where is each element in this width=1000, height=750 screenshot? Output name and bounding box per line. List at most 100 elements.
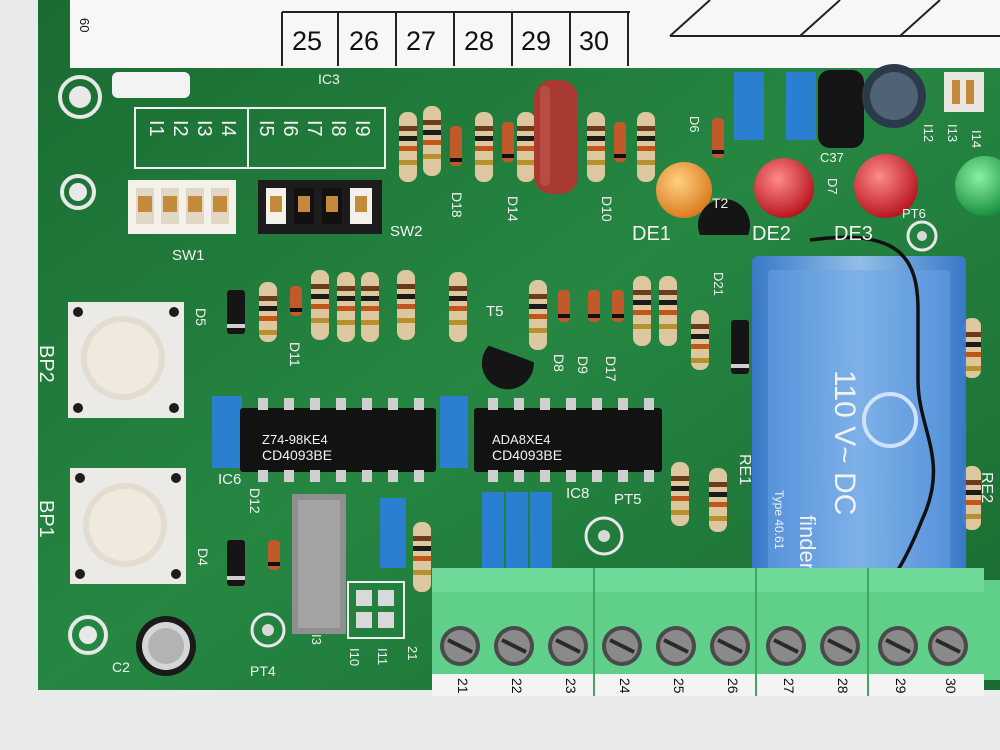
- label-pt6: PT6: [902, 206, 926, 221]
- top-label-26: 26: [349, 26, 379, 56]
- mounting-holes: [58, 75, 108, 655]
- dip-switch-sw1: [128, 180, 236, 234]
- switch-label-left-2: I2: [169, 120, 191, 137]
- relay-type: Type 40.61: [772, 490, 786, 550]
- label-d10: D10: [599, 196, 615, 222]
- label-t5: T5: [486, 303, 504, 320]
- switch-label-right-1: I5: [255, 120, 277, 137]
- ic-right-marking-1: CD4093BE: [492, 447, 562, 463]
- diodes: [227, 118, 749, 586]
- label-c37: C37: [820, 150, 844, 165]
- switch-label-left-3: I3: [193, 120, 215, 137]
- label-i12: I12: [921, 124, 936, 142]
- switch-label-left-4: I4: [217, 120, 239, 137]
- switch-label-right-5: I9: [351, 120, 373, 137]
- label-bp1: BP1: [35, 500, 57, 538]
- label-de1: DE1: [632, 223, 671, 245]
- led-red-de3: [854, 154, 918, 218]
- capacitor-blue-6: [482, 492, 504, 570]
- top-label-30: 30: [579, 26, 609, 56]
- electrolytic-capacitor-c2: [136, 616, 196, 676]
- label-d9: D9: [575, 356, 591, 374]
- label-d14: D14: [505, 196, 521, 222]
- transistor-t2: [697, 198, 750, 235]
- bottom-label-29: 29: [893, 678, 909, 694]
- bottom-label-28: 28: [835, 678, 851, 694]
- transistor-t5: [481, 345, 534, 390]
- label-i10: I10: [347, 648, 362, 666]
- top-label-25: 25: [292, 26, 322, 56]
- label-bp2: BP2: [35, 345, 57, 383]
- label-re1: RE1: [736, 454, 753, 485]
- bottom-label-22: 22: [509, 678, 525, 694]
- push-button-bp2: [68, 302, 184, 418]
- label-ic3: IC3: [318, 71, 340, 87]
- ic-left-marking-2: Z74-98KE4: [262, 432, 328, 447]
- label-d8: D8: [551, 354, 567, 372]
- ic-right-marking-2: ADA8XE4: [492, 432, 551, 447]
- capacitor-blue-2: [786, 72, 816, 140]
- relay-voltage: 110 V~ DC: [828, 370, 861, 515]
- label-pt5: PT5: [614, 491, 642, 508]
- power-diode-2: [227, 540, 245, 586]
- label-sw1: SW1: [172, 247, 205, 264]
- switch-label-left-1: I1: [145, 120, 167, 137]
- led-green: [955, 156, 1000, 216]
- jumper-header: [347, 581, 405, 639]
- diode-2: [502, 122, 514, 162]
- label-d17: D17: [603, 356, 619, 382]
- top-label-28: 28: [464, 26, 494, 56]
- led-orange-de1: [656, 162, 712, 218]
- bottom-label-24: 24: [617, 678, 633, 694]
- label-ic8: IC8: [566, 485, 589, 502]
- capacitor-blue-1: [734, 72, 764, 140]
- capacitor-blue-5: [380, 498, 406, 568]
- label-d6: D6: [687, 116, 702, 133]
- label-i13: I13: [945, 124, 960, 142]
- top-label-29: 29: [521, 26, 551, 56]
- diode-4: [712, 118, 724, 158]
- ic-left: [240, 398, 436, 482]
- bottom-label-25: 25: [671, 678, 687, 694]
- label-t2: T2: [712, 195, 729, 211]
- label-pt4: PT4: [250, 663, 276, 679]
- label-sw2: SW2: [390, 223, 423, 240]
- capacitor-blue-7: [506, 492, 528, 570]
- push-button-bp1: [70, 468, 186, 584]
- switch-label-right-3: I7: [303, 120, 325, 137]
- ic-left-marking-1: CD4093BE: [262, 447, 332, 463]
- bottom-label-27: 27: [781, 678, 797, 694]
- resistor-17: [671, 462, 689, 526]
- ic-right: [474, 398, 662, 482]
- label-d4: D4: [195, 548, 211, 566]
- bottom-label-23: 23: [563, 678, 579, 694]
- bottom-label-26: 26: [725, 678, 741, 694]
- terminal-blocks: [432, 568, 984, 696]
- switch-label-right-4: I8: [327, 120, 349, 137]
- top-label-grid: [281, 0, 1000, 66]
- capacitor-blue-8: [530, 492, 552, 570]
- top-label-27: 27: [406, 26, 436, 56]
- power-diode-1: [227, 290, 245, 334]
- label-d21: D21: [711, 272, 726, 296]
- switch-label-right-2: I6: [279, 120, 301, 137]
- label-21: 21: [405, 646, 420, 660]
- diode-1: [450, 126, 462, 166]
- bottom-label-30: 30: [943, 678, 959, 694]
- test-points: [250, 220, 938, 648]
- label-re2: RE2: [978, 472, 995, 503]
- diode-3: [614, 122, 626, 162]
- power-diode-3: [731, 320, 749, 374]
- resistor-18: [709, 468, 727, 532]
- resistors: [259, 106, 981, 592]
- label-i11: I11: [375, 648, 390, 665]
- label-i3: I3: [309, 634, 324, 645]
- label-de2: DE2: [752, 223, 791, 245]
- label-d11: D11: [287, 342, 303, 367]
- label-i14: I14: [969, 130, 984, 148]
